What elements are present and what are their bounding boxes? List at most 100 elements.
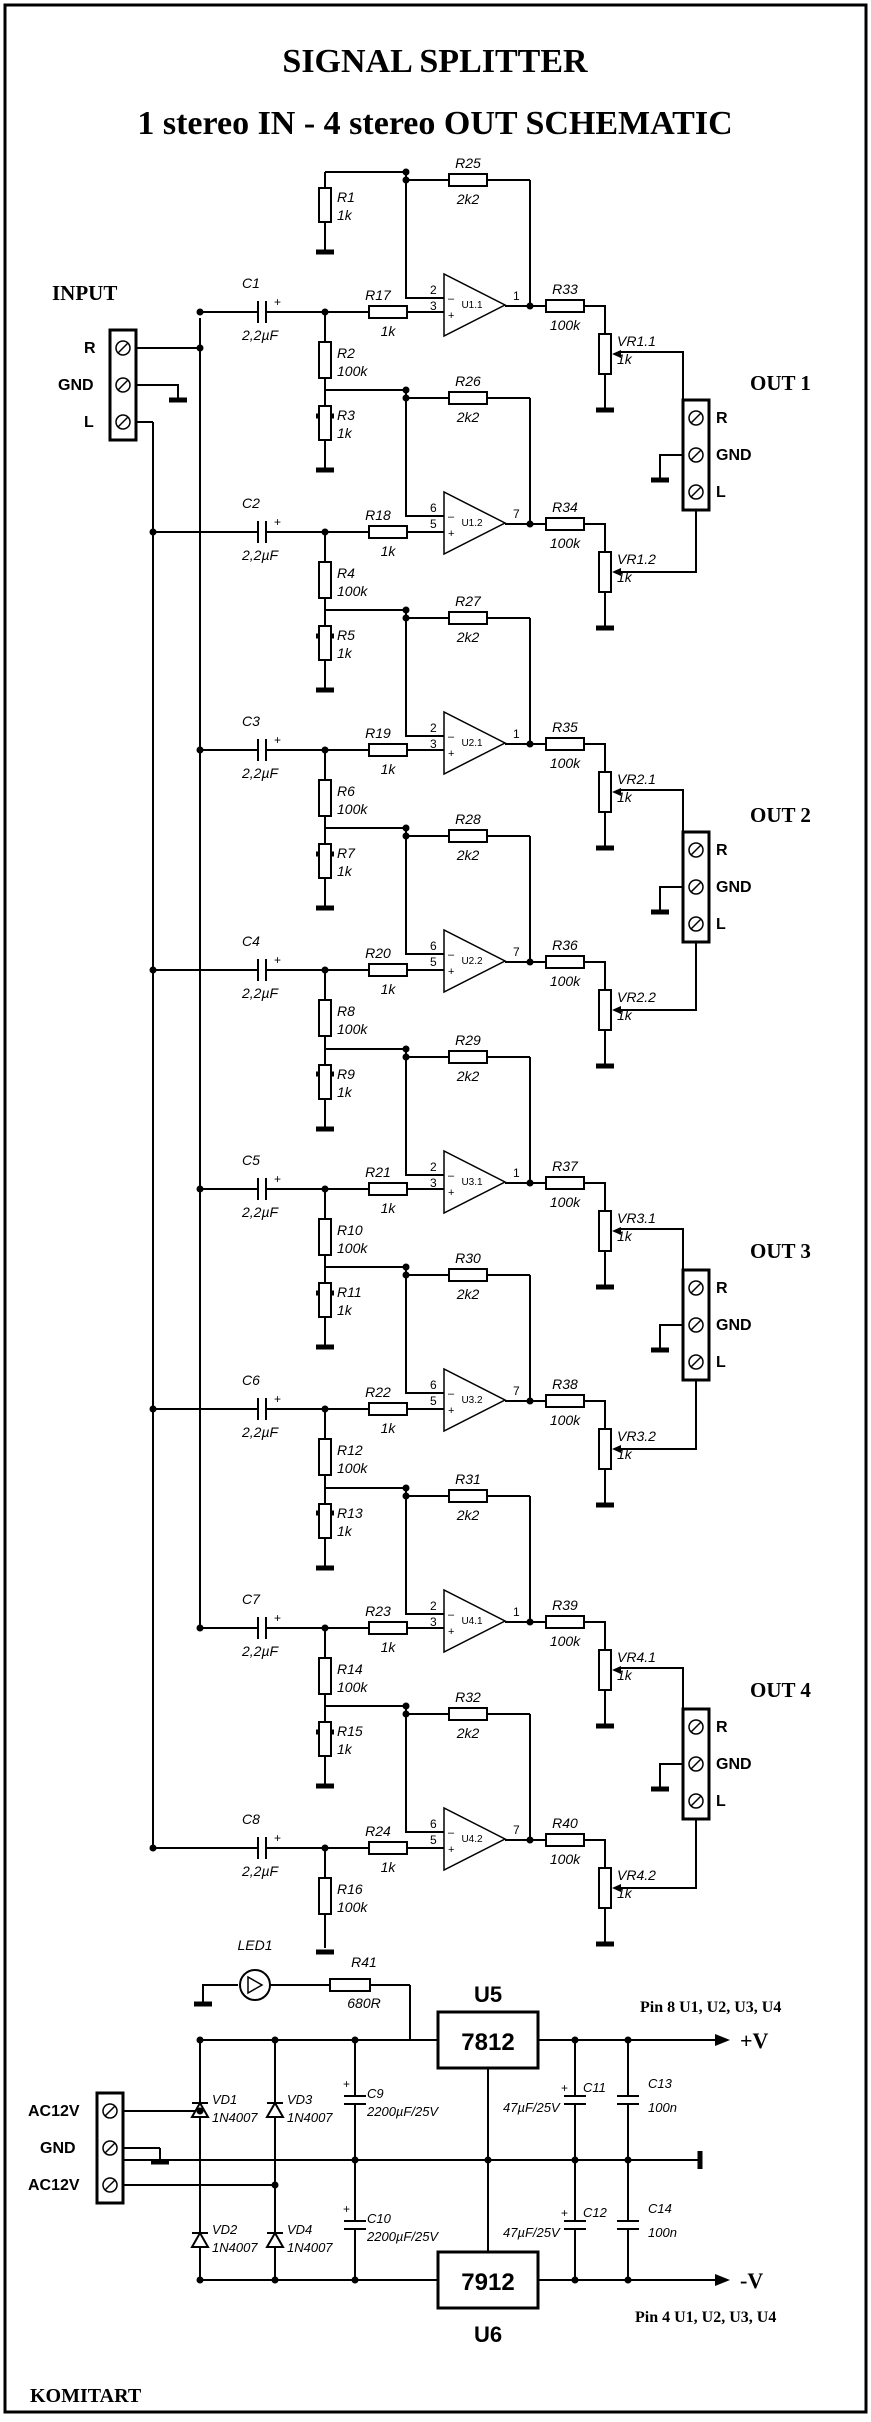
pin-plus: 3 (430, 1615, 437, 1629)
opamp-symbol (443, 1588, 507, 1654)
led-label: LED1 (237, 1937, 272, 1953)
diode-symbol (265, 2100, 285, 2118)
rf-label: R28 (455, 811, 481, 827)
output-pin-l: L (716, 1793, 726, 1810)
resistor-rt (318, 843, 332, 879)
vr-label: VR4.2 (617, 1867, 656, 1883)
capacitor-gap (561, 2095, 589, 2105)
pin-plus: 3 (430, 1176, 437, 1190)
minus-wire (405, 172, 444, 299)
junction-dot (571, 2276, 579, 2284)
opamp-symbol (443, 710, 507, 776)
rb-value: 100k (337, 801, 368, 817)
resistor-rin (368, 1841, 408, 1855)
junction-dot (149, 1844, 157, 1852)
pin-minus: 6 (430, 501, 437, 515)
input-label: INPUT (52, 281, 117, 305)
junction-dot (149, 1405, 157, 1413)
out-r-link (621, 1667, 684, 1727)
junction-dot (402, 1263, 410, 1271)
plus-sign: + (448, 528, 454, 540)
rb-label: R4 (337, 565, 355, 581)
resistor-rin (368, 1182, 408, 1196)
rb-label: R14 (337, 1661, 363, 1677)
resistor-rf (448, 611, 488, 625)
cap-label: C14 (648, 2201, 672, 2216)
resistor-rout (545, 955, 585, 969)
resistor-rf (448, 1050, 488, 1064)
cap-label: C2 (242, 495, 260, 511)
resistor-rin (368, 1621, 408, 1635)
cap-value: 47µF/25V (503, 2100, 561, 2115)
junction-dot (149, 966, 157, 974)
led-triangle (247, 1975, 264, 1995)
junction-dot (526, 958, 534, 966)
rt-value: 1k (337, 425, 353, 441)
resistor-rt (318, 1282, 332, 1318)
rb-value: 100k (337, 1679, 368, 1695)
capacitor-gap (257, 518, 267, 546)
rb-label: R6 (337, 783, 355, 799)
rt-label: R5 (337, 627, 355, 643)
junction-dot (624, 2036, 632, 2044)
u6-label: U6 (474, 2322, 502, 2347)
pin-out: 7 (513, 507, 520, 521)
cap-value: 2,2µF (241, 1863, 280, 1879)
screw-slot (690, 881, 702, 893)
vpos-label: +V (740, 2028, 769, 2053)
minus-sign: – (448, 1170, 455, 1182)
screw-slot (690, 844, 702, 856)
screw-slot (117, 416, 129, 428)
cap-label: C7 (242, 1591, 261, 1607)
junction-dot (196, 2107, 204, 2115)
cap-value: 100n (648, 2225, 677, 2240)
opamp-label: U3.1 (461, 1177, 483, 1188)
output-pin-l: L (716, 916, 726, 933)
cap-label: C12 (583, 2205, 608, 2220)
junction-dot (402, 168, 410, 176)
screw-slot (117, 342, 129, 354)
opamp-label: U1.2 (461, 518, 483, 529)
junction-dot (402, 1702, 410, 1710)
screw-slot (690, 1282, 702, 1294)
input-gnd-wire (123, 384, 179, 400)
wiper-arrow (612, 568, 621, 576)
rb-value: 100k (337, 1021, 368, 1037)
resistor-rout (545, 737, 585, 751)
plus-sign: + (448, 1844, 454, 1856)
resistor-rf (448, 391, 488, 405)
input-pin-l: L (84, 414, 94, 431)
output-pin-r: R (716, 842, 728, 859)
minus-sign: – (448, 1609, 455, 1621)
rb-value: 100k (337, 583, 368, 599)
rin-value: 1k (381, 543, 397, 559)
cap-label: C9 (367, 2086, 384, 2101)
regulator-7912 (436, 2250, 540, 2310)
rf-value: 2k2 (456, 629, 480, 645)
capacitor-gap (257, 956, 267, 984)
cap-plus: + (274, 733, 281, 747)
vr-label: VR3.2 (617, 1428, 656, 1444)
diode-label: VD4 (287, 2222, 312, 2237)
rout-value: 100k (550, 1633, 581, 1649)
rb-label: R2 (337, 345, 355, 361)
minus-sign: – (448, 293, 455, 305)
opamp-symbol (443, 1149, 507, 1215)
resistor-rf (448, 1268, 488, 1282)
out-r-link (621, 351, 684, 418)
junction-dot (402, 1271, 410, 1279)
output-pin-gnd: GND (716, 1317, 752, 1334)
opamp-label: U2.2 (461, 956, 483, 967)
resistor-rb (318, 1218, 332, 1256)
resistor-rout (545, 1615, 585, 1629)
rt-value: 1k (337, 207, 353, 223)
screw-slot (104, 2179, 116, 2191)
rin-label: R24 (365, 1823, 391, 1839)
screw-slot (690, 1356, 702, 1368)
cap-plus: + (274, 953, 281, 967)
out-l-link (621, 1380, 697, 1450)
r41-value: 680R (347, 1995, 380, 2011)
pin-plus: 5 (430, 1394, 437, 1408)
led-symbol (239, 1969, 271, 2001)
junction-dot (402, 176, 410, 184)
